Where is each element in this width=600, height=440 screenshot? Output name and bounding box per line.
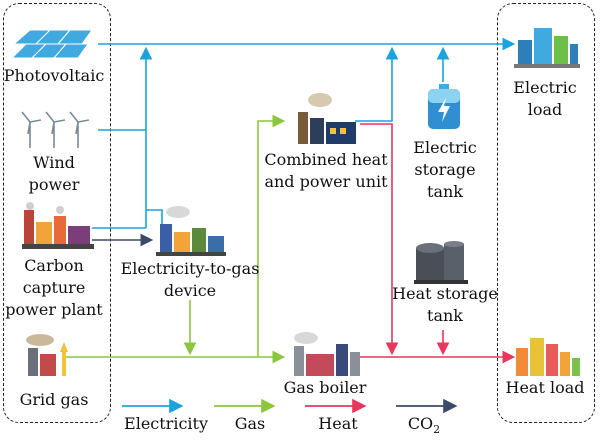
sources-group-box — [3, 3, 111, 423]
electric-storage-label-line2: storage — [414, 160, 476, 179]
heat-storage-label-line2: tank — [427, 306, 463, 325]
e2g-label-line1: Electricity-to-gas — [120, 259, 260, 278]
e2g-label-line2: device — [163, 281, 217, 300]
heat-storage-label-line1: Heat storage — [392, 284, 498, 303]
legend-co2-text: CO — [407, 414, 434, 433]
wind-power-label-line2: power — [28, 175, 80, 194]
electric-storage-label-line3: tank — [427, 182, 463, 201]
legend-co2-label: CO2 — [394, 414, 454, 440]
carbon-capture-label-line3: power plant — [5, 300, 103, 319]
electric-storage-label-line1: Electric — [413, 138, 477, 157]
chp-label-line2: and power unit — [264, 172, 388, 191]
loads-group-box — [497, 3, 595, 423]
arrow-gas-up-to-chp — [257, 114, 286, 357]
legend-heat-label: Heat — [318, 414, 358, 433]
carbon-capture-label-line2: capture — [22, 278, 86, 297]
battery-icon — [428, 84, 460, 129]
legend-gas-label: Gas — [234, 414, 266, 433]
gas-boiler-label: Gas boiler — [283, 378, 367, 397]
legend-electricity-label: Electricity — [124, 414, 208, 433]
heat-storage-tank-icon — [414, 241, 468, 284]
photovoltaic-label: Photovoltaic — [3, 66, 105, 85]
arrow-chp-to-bus — [355, 46, 399, 122]
arrow-chp-heat — [360, 123, 399, 356]
grid-gas-label: Grid gas — [19, 390, 89, 409]
gas-boiler-icon — [294, 332, 360, 376]
electricity-to-gas-device-icon — [156, 206, 226, 256]
chp-plant-icon — [298, 93, 356, 144]
heat-load-label: Heat load — [505, 378, 585, 397]
electric-load-label-line1: Electric — [513, 78, 577, 97]
solar-panel-icon — [10, 29, 93, 59]
heat-load-buildings-icon — [516, 338, 580, 376]
arrow-e2g-feed — [146, 209, 163, 228]
chp-label-line1: Combined heat — [264, 150, 388, 169]
grid-gas-icon — [26, 334, 68, 376]
carbon-capture-label-line1: Carbon — [24, 256, 84, 275]
wind-turbine-icon — [21, 111, 90, 148]
wind-power-label-line1: Wind — [33, 153, 75, 172]
legend-co2-subscript: 2 — [433, 423, 441, 437]
electric-load-label-line2: load — [527, 100, 563, 119]
electric-load-buildings-icon — [514, 28, 580, 68]
carbon-capture-plant-icon — [22, 202, 94, 249]
